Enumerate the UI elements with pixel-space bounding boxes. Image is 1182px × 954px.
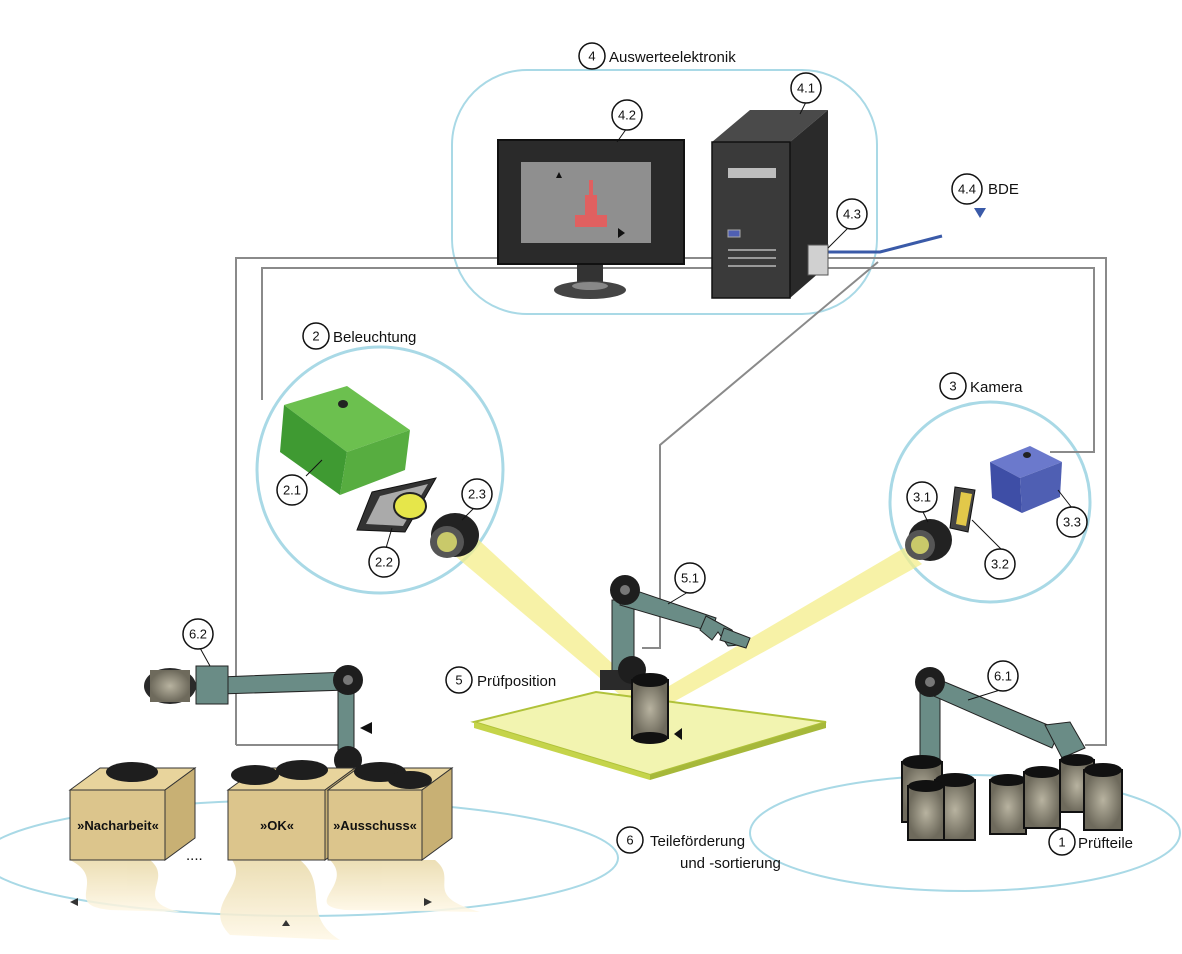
- io-interface: [807, 244, 829, 276]
- svg-text:2.3: 2.3: [468, 486, 486, 501]
- svg-text:BDE: BDE: [988, 181, 1019, 198]
- callout-2-2: 2.2: [368, 546, 400, 578]
- robot-arm-inspection: [600, 575, 751, 690]
- svg-text:Beleuchtung: Beleuchtung: [333, 329, 416, 346]
- part-under-inspection: [631, 673, 682, 744]
- illumination-lens: [430, 513, 479, 558]
- svg-text:2.2: 2.2: [375, 554, 393, 569]
- monitor: [497, 139, 685, 299]
- svg-text:3.3: 3.3: [1063, 514, 1081, 529]
- illumination-zone: [255, 345, 505, 595]
- camera-body: [990, 446, 1062, 513]
- label-beleuchtung: 2 Beleuchtung: [302, 322, 416, 350]
- parts-pile: [901, 754, 1123, 841]
- label-auswerteelektronik: 4 Auswerteelektronik: [578, 42, 736, 70]
- svg-text:2: 2: [312, 328, 319, 343]
- callout-5-1: 5.1: [674, 562, 706, 594]
- svg-text:4.1: 4.1: [797, 80, 815, 95]
- svg-text:6.1: 6.1: [994, 668, 1012, 683]
- callout-4-2: 4.2: [611, 99, 643, 131]
- label-bde: 4.4 BDE: [951, 173, 1019, 205]
- floor-chutes: [70, 860, 480, 940]
- bin-label-ausschuss: »Ausschuss«: [333, 818, 417, 833]
- svg-text:Auswerteelektronik: Auswerteelektronik: [609, 49, 736, 66]
- diffuser-plate: [356, 477, 437, 533]
- svg-text:Prüfposition: Prüfposition: [477, 673, 556, 690]
- illumination-unit: [280, 386, 410, 495]
- callout-6-2: 6.2: [182, 618, 214, 650]
- svg-text:3: 3: [949, 378, 956, 393]
- evaluation-zone: [451, 69, 878, 315]
- illumination-beam: [442, 530, 652, 705]
- screen-cursor-up-icon: [556, 172, 562, 178]
- camera-zone: [888, 400, 1092, 604]
- svg-text:6.2: 6.2: [189, 626, 207, 641]
- bin-label-ok: »OK«: [260, 818, 294, 833]
- svg-text:6: 6: [626, 832, 633, 847]
- label-pruefteile: 1 Prüfteile: [1048, 828, 1133, 856]
- svg-text:1: 1: [1058, 834, 1065, 849]
- screen-cursor-right-icon: [618, 228, 625, 238]
- robot-arm-sorting: [144, 665, 372, 774]
- bin-ellipsis: ....: [186, 847, 203, 864]
- robot-arm-feeding: [915, 667, 1086, 771]
- callout-4-1: 4.1: [790, 72, 822, 104]
- sort-arrow-icon: [360, 722, 372, 734]
- callout-6-1: 6.1: [987, 660, 1019, 692]
- callout-3-1: 3.1: [906, 481, 938, 513]
- svg-text:und -sortierung: und -sortierung: [680, 855, 781, 872]
- svg-text:Kamera: Kamera: [970, 379, 1023, 396]
- camera-lens: [905, 519, 952, 561]
- callout-2-1: 2.1: [276, 474, 308, 506]
- pc-tower: [711, 110, 829, 299]
- svg-text:5.1: 5.1: [681, 570, 699, 585]
- svg-text:Prüfteile: Prüfteile: [1078, 835, 1133, 852]
- bin-label-nacharbeit: »Nacharbeit«: [77, 818, 159, 833]
- bin-ausschuss: [326, 762, 454, 861]
- svg-text:Teileförderung: Teileförderung: [650, 833, 745, 850]
- svg-text:2.1: 2.1: [283, 482, 301, 497]
- camera-sensor: [949, 486, 976, 533]
- bin-nacharbeit: [68, 762, 197, 861]
- svg-text:3.1: 3.1: [913, 489, 931, 504]
- svg-text:4.3: 4.3: [843, 206, 861, 221]
- svg-text:3.2: 3.2: [991, 556, 1009, 571]
- callout-3-3: 3.3: [1056, 506, 1088, 538]
- label-kamera: 3 Kamera: [939, 372, 1023, 400]
- svg-text:5: 5: [455, 672, 462, 687]
- svg-text:4: 4: [588, 48, 595, 63]
- part-arrow-icon: [674, 728, 682, 740]
- svg-text:4.4: 4.4: [958, 181, 976, 196]
- label-teilefoerderung: 6 Teileförderung und -sortierung: [616, 826, 781, 872]
- camera-beam: [652, 548, 922, 705]
- label-pruefposition: 5 Prüfposition: [445, 666, 556, 694]
- callout-3-2: 3.2: [984, 548, 1016, 580]
- callouts: [199, 101, 1073, 701]
- callout-2-3: 2.3: [461, 478, 493, 510]
- svg-text:4.2: 4.2: [618, 107, 636, 122]
- bde-arrow-icon: [974, 208, 986, 218]
- callout-4-3: 4.3: [836, 198, 868, 230]
- cables: [235, 257, 1107, 746]
